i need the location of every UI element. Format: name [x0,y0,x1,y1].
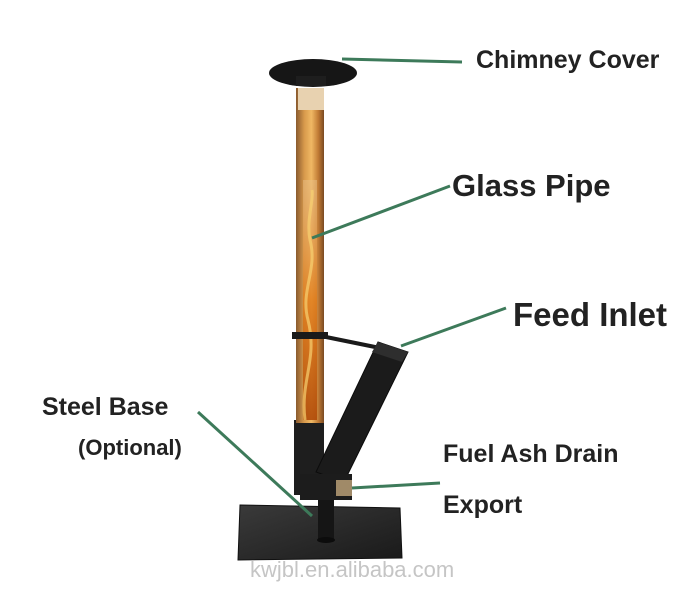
steel-base-label: Steel Base [42,395,168,420]
watermark: kwjbl.en.alibaba.com [250,557,454,583]
support-rod [326,337,380,348]
feed-inlet-tube [316,342,408,482]
glass-pipe-label: Glass Pipe [452,170,611,201]
leader-fuel-ash-drain [352,483,440,488]
pipe-clamp [292,332,328,339]
fuel-ash-drain-label: Fuel Ash Drain [443,442,619,467]
leader-glass-pipe [312,186,450,238]
leader-feed-inlet [401,308,506,346]
steel-base-optional-label: (Optional) [78,437,182,459]
chimney-cover-label: Chimney Cover [476,48,659,73]
export-label: Export [443,493,522,518]
leader-chimney-cover [342,59,462,62]
feed-inlet-label: Feed Inlet [513,298,667,331]
